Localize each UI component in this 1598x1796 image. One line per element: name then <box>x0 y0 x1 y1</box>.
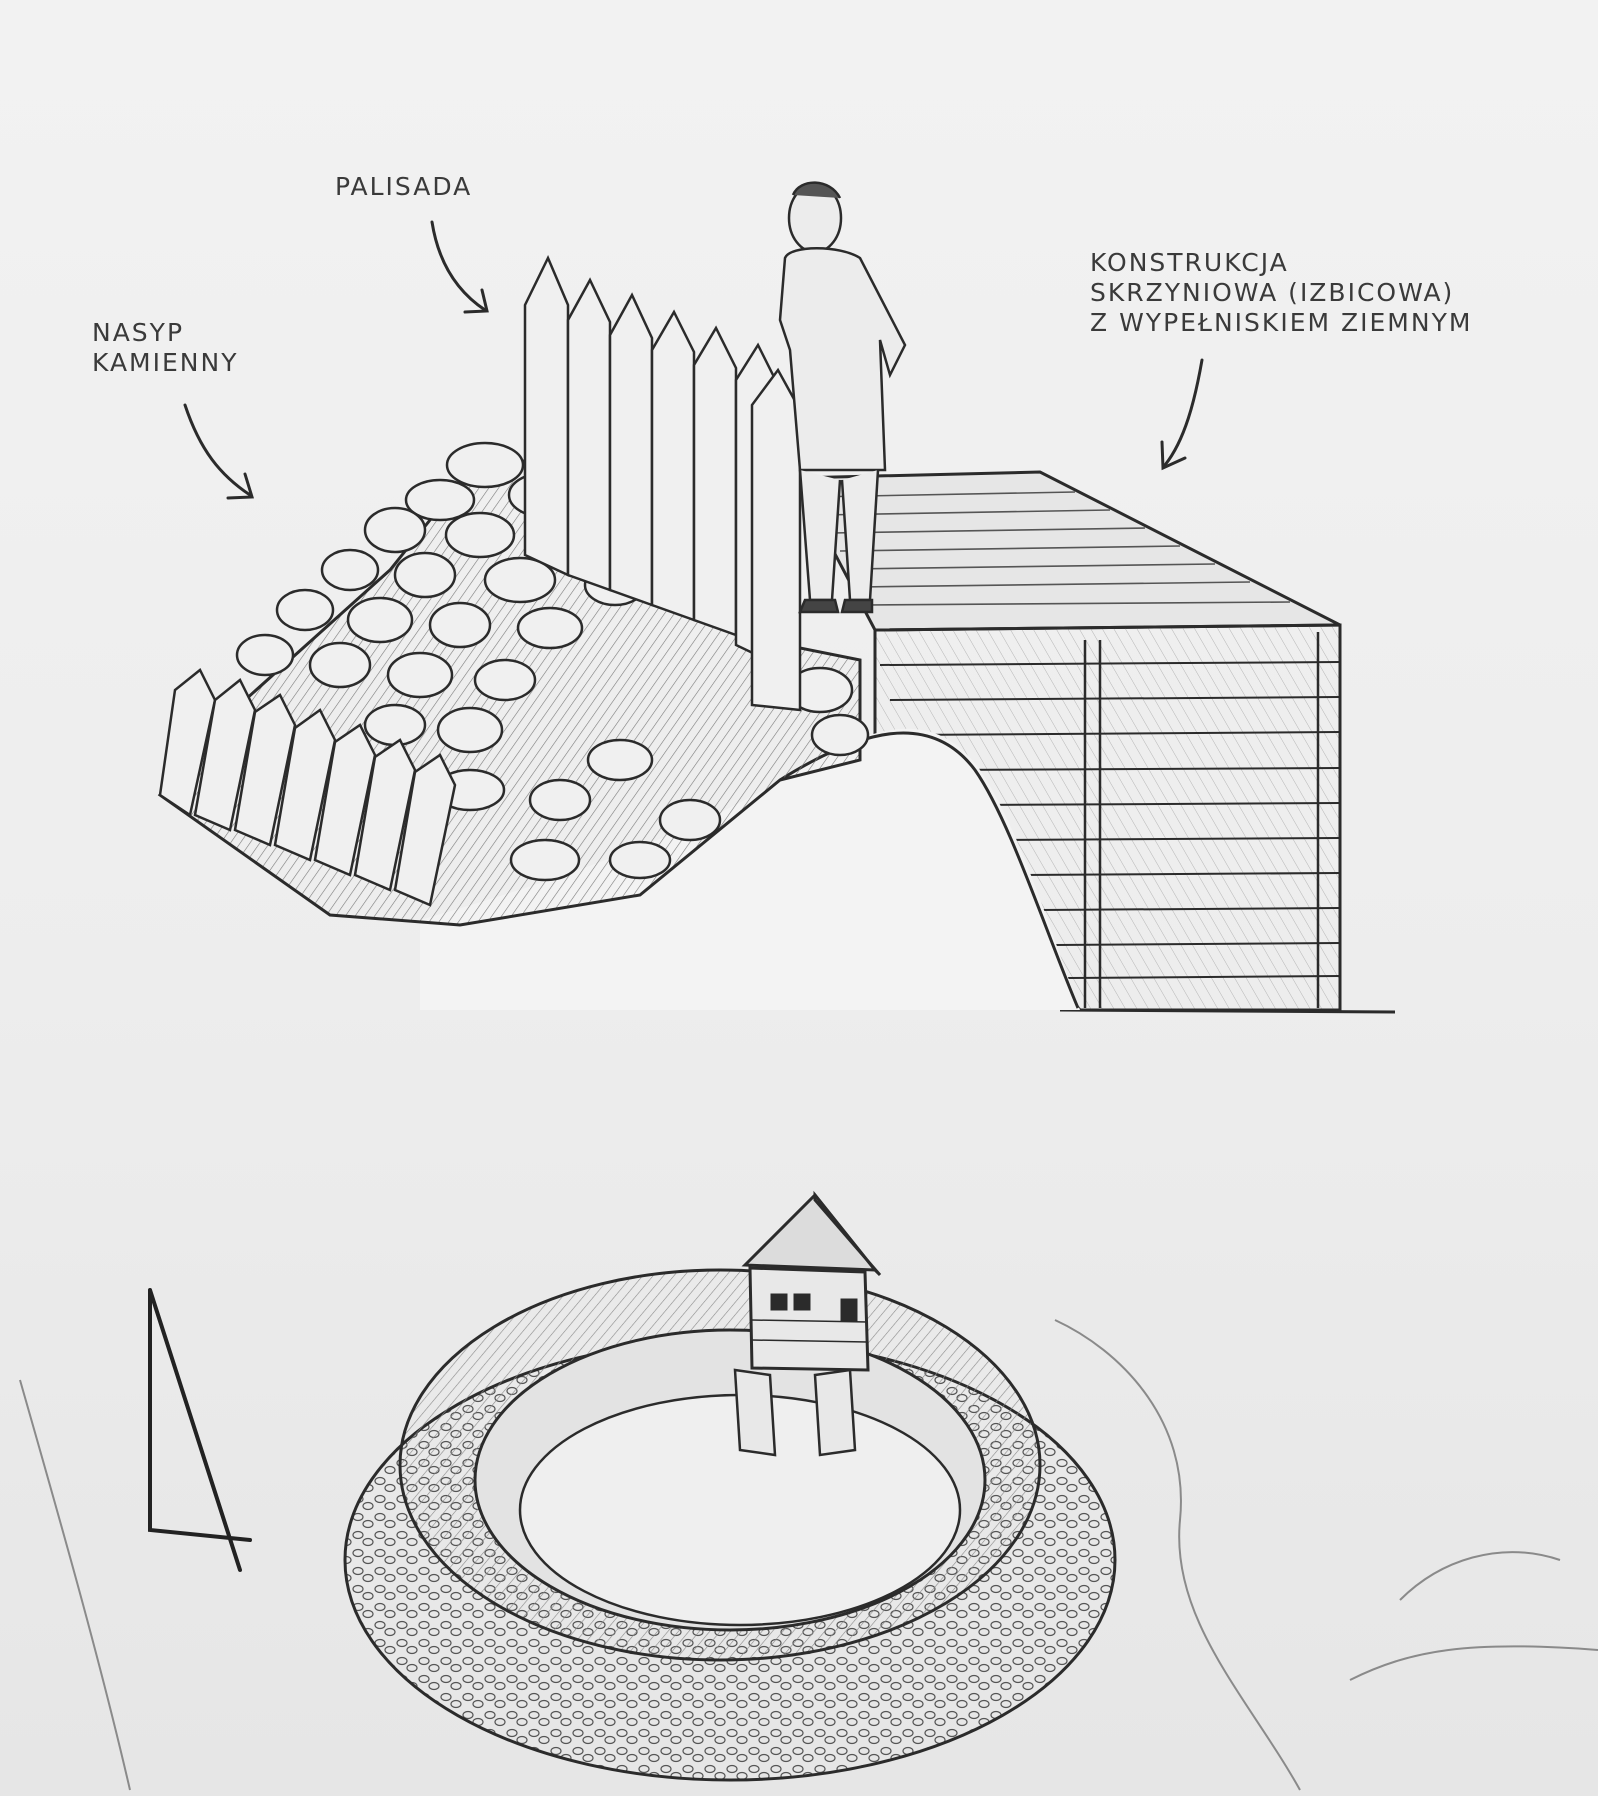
palisade <box>523 254 802 712</box>
gate-tower <box>741 1190 882 1372</box>
figure-number-4: 4 <box>148 1288 252 1572</box>
label-konstrukcja-skrzyniowa: KONSTRUKCJA SKRZYNIOWA (IZBICOWA) Z WYPE… <box>1090 248 1473 337</box>
arrow-nasyp <box>183 403 254 500</box>
label-palisada: PALISADA <box>335 172 473 201</box>
earth-fill <box>420 728 1080 1010</box>
arrow-palisada <box>430 220 489 314</box>
human-figure <box>778 181 907 614</box>
label-nasyp-kamienny: NASYP KAMIENNY <box>92 318 239 377</box>
arrow-konstrukcja <box>1160 358 1204 471</box>
